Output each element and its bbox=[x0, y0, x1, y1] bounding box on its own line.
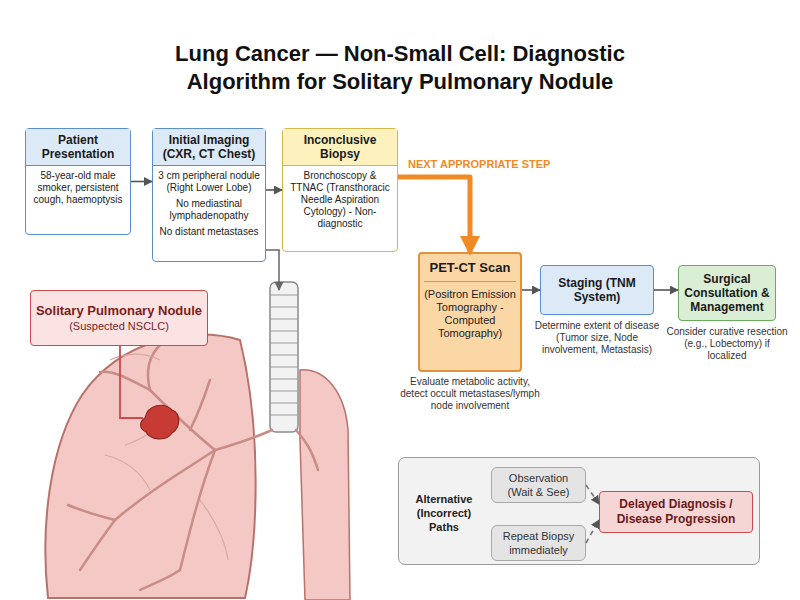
box-text: Observation (Wait & See) bbox=[496, 471, 581, 499]
alternatives-panel: Alternative (Incorrect) Paths Observation… bbox=[398, 457, 760, 565]
box-heading: Patient Presentation bbox=[29, 133, 127, 161]
box-heading: Initial Imaging (CXR, CT Chest) bbox=[156, 133, 262, 161]
box-heading: Inconclusive Biopsy bbox=[286, 133, 394, 161]
process-box: Surgical Consultation & ManagementConsid… bbox=[678, 265, 776, 321]
process-box: Initial Imaging (CXR, CT Chest) 3 cm peri… bbox=[152, 128, 266, 262]
box-annotation: Evaluate metabolic activity, detect occu… bbox=[400, 376, 540, 412]
box-text: No mediastinal lymphadenopathy bbox=[157, 198, 261, 222]
process-box: Staging (TNM System)Determine extent of … bbox=[540, 265, 654, 315]
box-body: 3 cm peripheral nodule (Right Lower Lobe… bbox=[153, 166, 265, 246]
connector bbox=[654, 289, 678, 291]
box-header: Inconclusive Biopsy bbox=[283, 129, 397, 166]
process-box: Inconclusive BiopsyBronchoscopy & TTNAC … bbox=[282, 128, 398, 252]
trachea bbox=[270, 282, 298, 432]
alternative-box: Observation (Wait & See) bbox=[491, 467, 586, 503]
trachea-rings bbox=[271, 295, 297, 415]
box-annotation: Determine extent of disease (Tumor size,… bbox=[527, 320, 667, 356]
box-text: 3 cm peripheral nodule (Right Lower Lobe… bbox=[157, 170, 261, 194]
connector bbox=[522, 289, 540, 291]
box-text: (Positron Emission Tomography - Computed… bbox=[424, 288, 516, 340]
box-text: 58-year-old male smoker, persistent coug… bbox=[30, 170, 126, 206]
diagram-title: Lung Cancer — Non-Small Cell: Diagnostic… bbox=[140, 40, 660, 96]
box-heading: Surgical Consultation & Management bbox=[679, 269, 775, 317]
outcome-box: Delayed Diagnosis / Disease Progression bbox=[599, 491, 753, 533]
process-box: Patient Presentation 58-year-old male smo… bbox=[25, 128, 131, 235]
box-body: 58-year-old male smoker, persistent coug… bbox=[26, 166, 130, 214]
finding-box: Solitary Pulmonary Nodule(Suspected NSCL… bbox=[30, 290, 208, 346]
connector bbox=[586, 485, 599, 504]
bronchioles bbox=[105, 354, 228, 560]
edge-label: NEXT APPROPRIATE STEP bbox=[408, 158, 550, 170]
box-header: Initial Imaging (CXR, CT Chest) bbox=[153, 129, 265, 166]
connector bbox=[131, 181, 152, 183]
pointer-arrow bbox=[265, 250, 279, 290]
right-lung bbox=[45, 335, 255, 598]
box-heading: Staging (TNM System) bbox=[541, 273, 653, 307]
tumor-nodule bbox=[141, 405, 179, 439]
highlight-box: PET-CT Scan (Positron Emission Tomography… bbox=[418, 252, 522, 372]
connector bbox=[586, 520, 599, 543]
box-text: No distant metastases bbox=[157, 226, 261, 238]
box-header: Patient Presentation bbox=[26, 129, 130, 166]
box-heading: PET-CT Scan bbox=[424, 260, 516, 282]
alternative-box: Repeat Biopsy immediately bbox=[491, 525, 586, 561]
box-text: Repeat Biopsy immediately bbox=[496, 529, 581, 557]
leader-line bbox=[120, 346, 143, 418]
box-text: Bronchoscopy & TTNAC (Transthoracic Need… bbox=[287, 170, 393, 230]
box-text: Delayed Diagnosis / Disease Progression bbox=[604, 497, 748, 527]
box-text: Solitary Pulmonary Nodule bbox=[36, 303, 202, 319]
box-annotation: Consider curative resection (e.g., Lobec… bbox=[665, 326, 789, 362]
panel-label: Alternative (Incorrect) Paths bbox=[405, 492, 483, 534]
box-body: Bronchoscopy & TTNAC (Transthoracic Need… bbox=[283, 166, 397, 238]
connector bbox=[266, 189, 282, 191]
box-text: (Suspected NSCLC) bbox=[69, 319, 169, 333]
connector bbox=[398, 177, 470, 252]
left-lung bbox=[300, 370, 350, 600]
bronchial-tree bbox=[68, 345, 318, 590]
